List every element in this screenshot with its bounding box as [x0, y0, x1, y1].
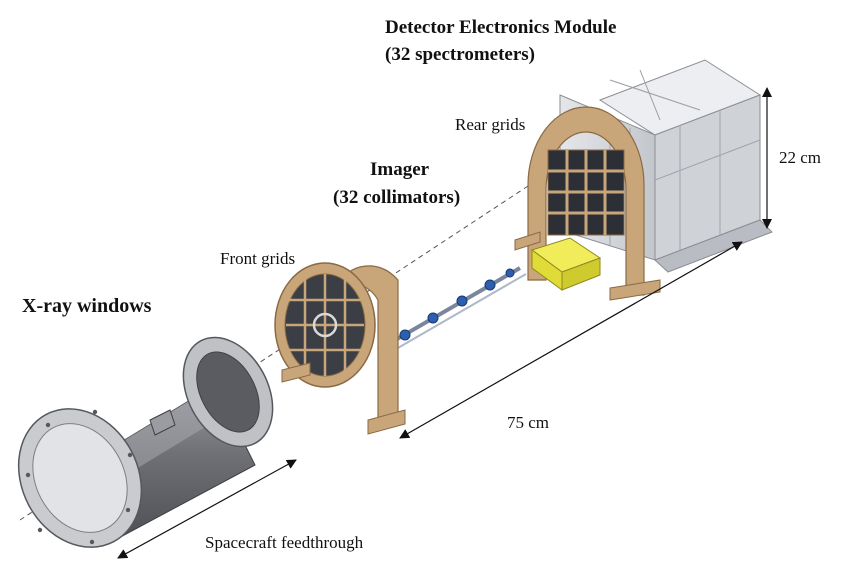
imager-title-line1: Imager	[370, 159, 430, 180]
xray-windows-label: X-ray windows	[22, 295, 152, 317]
imager-title-line2: (32 collimators)	[333, 187, 460, 208]
height-dimension-label: 22 cm	[779, 148, 821, 167]
rear-grids-label: Rear grids	[455, 115, 525, 134]
x-ray-windows-cylinder	[17, 336, 274, 548]
length-dimension-arrow	[399, 241, 743, 439]
imager-bench	[376, 266, 527, 357]
dem-title-line1: Detector Electronics Module	[385, 17, 616, 38]
front-grids-label: Front grids	[220, 249, 295, 268]
front-grids	[274, 262, 406, 435]
feedthrough-dimension-arrow	[117, 459, 297, 559]
feedthrough-label: Spacecraft feedthrough	[205, 533, 364, 552]
length-dimension-label: 75 cm	[507, 413, 549, 432]
dem-title-line2: (32 spectrometers)	[385, 44, 535, 65]
